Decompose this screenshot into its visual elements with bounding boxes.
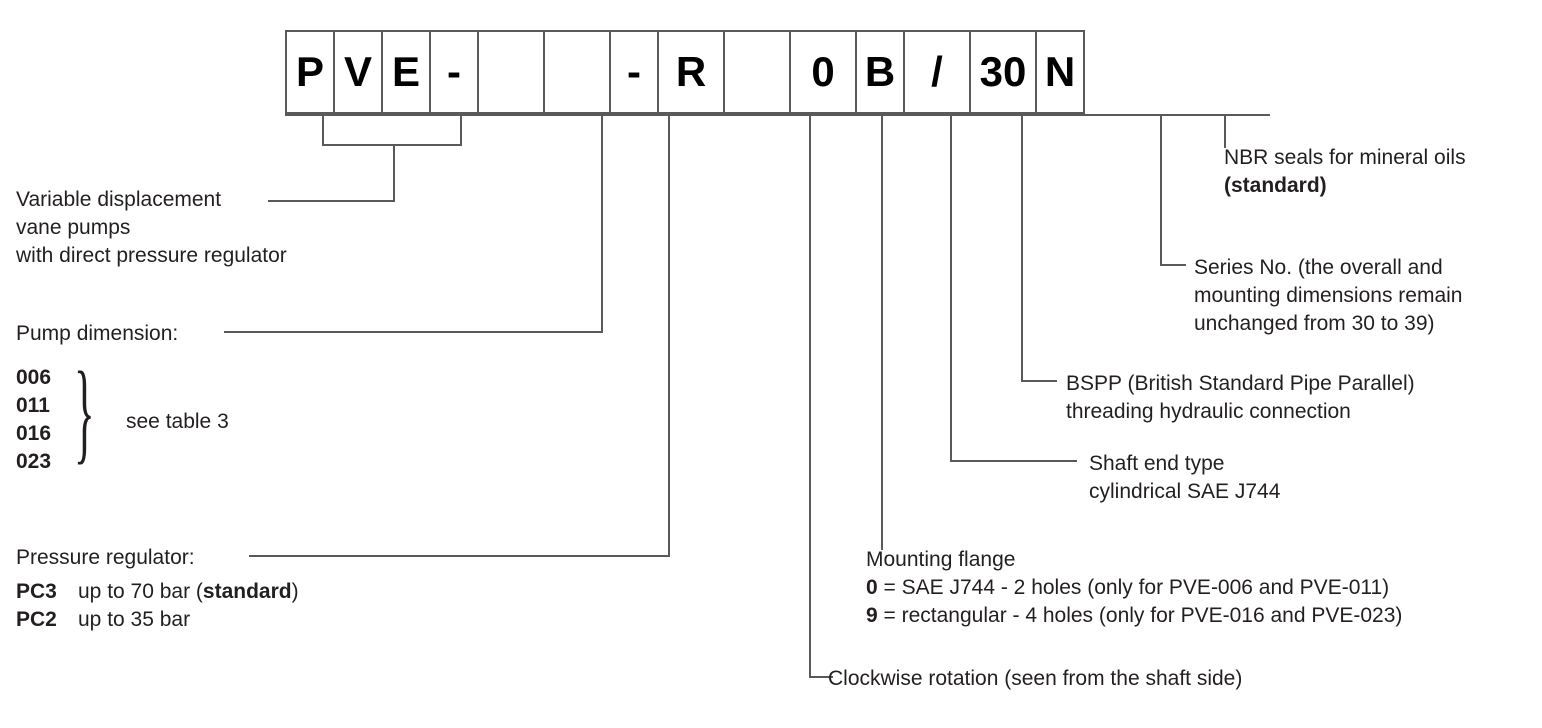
family-line-2: vane pumps	[16, 216, 131, 239]
pressure-regulator-text-0-bold: standard	[202, 580, 292, 603]
seals-line-2: (standard)	[1224, 174, 1327, 197]
leader-pressure-regulator-horizontal	[249, 555, 670, 557]
leader-shaft-end-horizontal	[950, 460, 1077, 462]
mounting-flange-title: Mounting flange	[866, 548, 1016, 571]
leader-rotation-vertical	[809, 114, 811, 678]
series-line-2: mounting dimensions remain	[1194, 284, 1463, 307]
pressure-regulator-text-1-plain: up to 35 bar	[78, 608, 191, 631]
pressure-regulator-text-0: up to 70 bar (standard)	[78, 578, 299, 606]
box-p[interactable]: P	[285, 30, 335, 114]
seals-line-1: NBR seals for mineral oils	[1224, 146, 1466, 169]
family-line-1: Variable displacement	[16, 188, 222, 211]
leader-series-horizontal	[1160, 264, 1186, 266]
mounting-flange-option-0-text: = SAE J744 - 2 holes (only for PVE-006 a…	[877, 576, 1390, 599]
box-pressure-regulator[interactable]	[543, 30, 611, 114]
pump-dimension-brace: }	[74, 347, 95, 474]
mounting-flange-option-1-code: 9	[866, 604, 878, 627]
leader-shaft-end-vertical	[950, 114, 952, 462]
box-v[interactable]: V	[333, 30, 383, 114]
leader-threading-vertical	[1021, 114, 1023, 382]
pump-dimension-label: Pump dimension:	[16, 322, 179, 345]
threading-line-1: BSPP (British Standard Pipe Parallel)	[1066, 372, 1415, 395]
clockwise-rotation-text: Clockwise rotation (seen from the shaft …	[828, 667, 1243, 690]
leader-pve-right	[460, 114, 462, 146]
pressure-regulator-text-0-close: )	[291, 580, 299, 603]
leader-pump-dimension-vertical	[601, 114, 603, 333]
leader-seals-vertical	[1224, 114, 1226, 148]
leader-series-vertical	[1160, 114, 1162, 266]
box-threading[interactable]: B	[855, 30, 905, 114]
box-dash-1[interactable]: -	[429, 30, 479, 114]
box-slash[interactable]: /	[903, 30, 971, 114]
mounting-flange-option-0-code: 0	[866, 576, 878, 599]
leader-pve-stem	[393, 144, 395, 202]
leader-family-horizontal	[268, 200, 395, 202]
box-seals[interactable]: N	[1035, 30, 1085, 114]
leader-rail-main	[285, 114, 1270, 116]
box-pump-dimension[interactable]	[477, 30, 545, 114]
leader-rotation-horizontal	[809, 676, 833, 678]
leader-threading-horizontal	[1021, 380, 1057, 382]
leader-pressure-regulator-vertical	[668, 114, 670, 557]
box-dash-2[interactable]: -	[609, 30, 659, 114]
box-shaft-end[interactable]	[723, 30, 791, 114]
leader-mounting-flange-vertical	[881, 114, 883, 550]
leader-pve-left	[322, 114, 324, 146]
leader-pve-bottom	[322, 144, 462, 146]
mounting-flange-option-1: 9 = rectangular - 4 holes (only for PVE-…	[866, 602, 1402, 630]
pressure-regulator-text-1: up to 35 bar	[78, 606, 190, 634]
box-series-no[interactable]: 30	[969, 30, 1037, 114]
pump-dimension-code-0: 006	[16, 366, 52, 389]
pump-dimension-code-1: 011	[16, 394, 50, 417]
leader-pump-dimension-horizontal	[224, 331, 603, 333]
series-line-3: unchanged from 30 to 39)	[1194, 312, 1435, 335]
pressure-regulator-code-0: PC3	[16, 580, 57, 603]
pressure-regulator-code-1: PC2	[16, 608, 57, 631]
pump-dimension-note: see table 3	[126, 410, 229, 433]
shaft-end-line-1: Shaft end type	[1089, 452, 1225, 475]
pump-dimension-code-2: 016	[16, 422, 52, 445]
pressure-regulator-text-0-plain: up to 70 bar (	[78, 580, 203, 603]
box-e[interactable]: E	[381, 30, 431, 114]
pressure-regulator-label: Pressure regulator:	[16, 546, 195, 569]
box-rotation[interactable]: R	[657, 30, 725, 114]
series-line-1: Series No. (the overall and	[1194, 256, 1443, 279]
box-mounting-flange[interactable]: 0	[789, 30, 857, 114]
threading-line-2: threading hydraulic connection	[1066, 400, 1351, 423]
mounting-flange-option-0: 0 = SAE J744 - 2 holes (only for PVE-006…	[866, 574, 1389, 602]
mounting-flange-option-1-text: = rectangular - 4 holes (only for PVE-01…	[877, 604, 1403, 627]
pump-dimension-code-3: 023	[16, 450, 52, 473]
shaft-end-line-2: cylindrical SAE J744	[1089, 480, 1281, 503]
family-line-3: with direct pressure regulator	[16, 244, 287, 267]
